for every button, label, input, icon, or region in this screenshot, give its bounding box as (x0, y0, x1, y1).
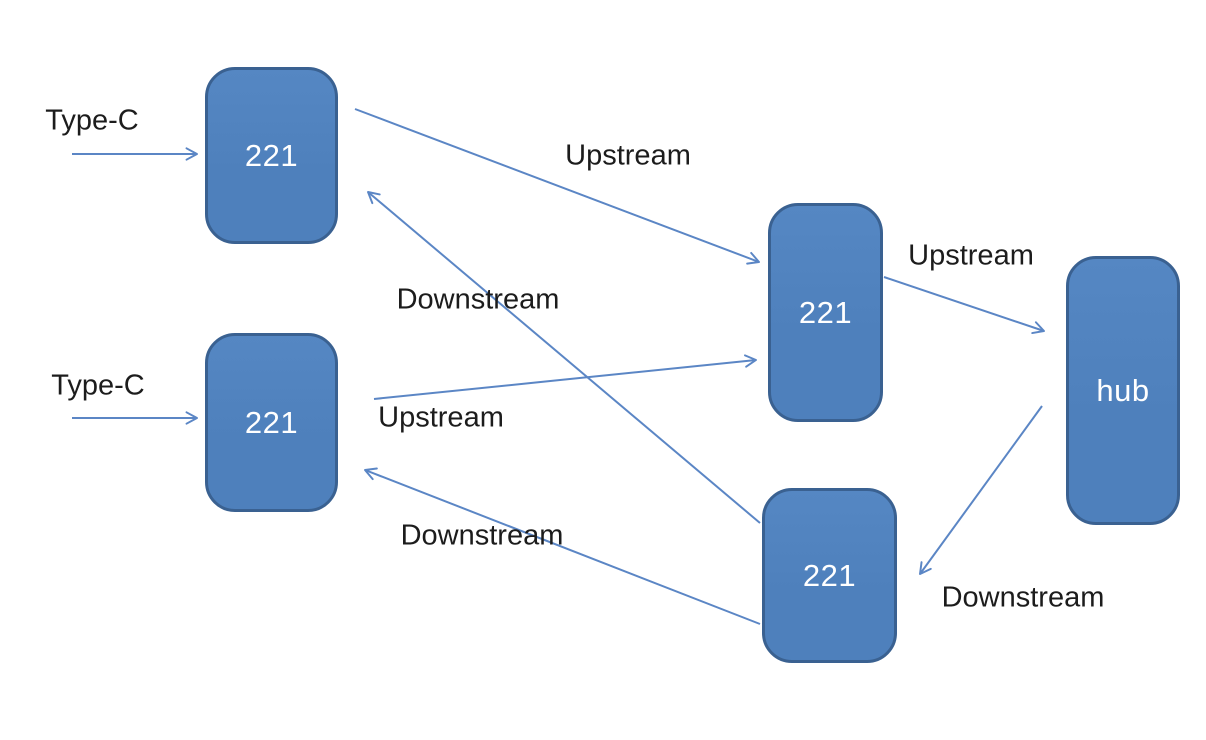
label-upstream-hub: Upstream (908, 239, 1034, 272)
node-hub-label: hub (1096, 372, 1150, 408)
label-type-c-top: Type-C (45, 104, 139, 137)
node-usb221-bottom-left: 221 (205, 333, 338, 512)
node-usb221-top-left-label: 221 (244, 137, 299, 173)
node-hub: hub (1066, 256, 1180, 525)
arrow-upstream-bottom-left-to-middle (373, 354, 757, 400)
label-upstream-left: Upstream (378, 401, 504, 434)
node-usb221-top-left: 221 (205, 67, 338, 244)
label-downstream-hub: Downstream (941, 581, 1105, 614)
label-downstream-lower: Downstream (400, 519, 564, 552)
node-usb221-bottom-right: 221 (762, 488, 897, 663)
node-usb221-middle-label: 221 (798, 294, 853, 330)
node-usb221-middle: 221 (768, 203, 883, 422)
arrow-upstream-top-left-to-middle (354, 108, 760, 265)
arrow-upstream-middle-to-hub (883, 276, 1045, 335)
node-usb221-bottom-left-label: 221 (244, 404, 299, 440)
label-upstream-top: Upstream (565, 139, 691, 172)
arrow-downstream-hub-to-bottom-right (919, 405, 1043, 575)
label-type-c-bottom: Type-C (51, 369, 145, 402)
label-downstream-upper: Downstream (396, 283, 560, 316)
arrow-downstream-bottom-right-to-bottom-left (364, 467, 761, 625)
arrow-downstream-bottom-right-to-top-left (367, 191, 761, 524)
node-usb221-bottom-right-label: 221 (802, 557, 857, 593)
